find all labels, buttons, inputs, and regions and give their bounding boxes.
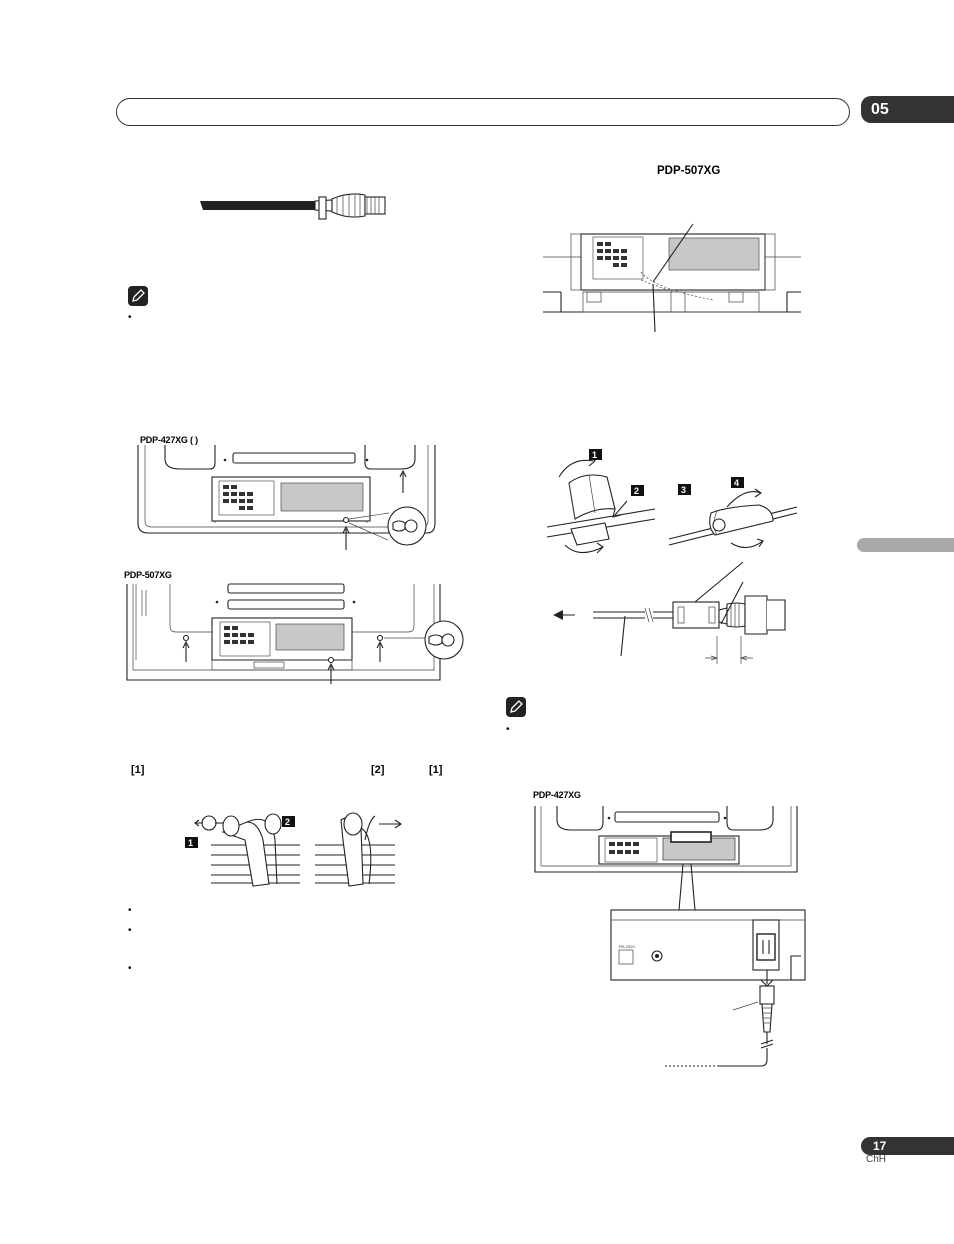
svg-text:3: 3 — [681, 485, 686, 495]
note-pencil-icon-right — [506, 697, 526, 717]
model-label-427xg-right: PDP-427XG — [533, 790, 581, 800]
svg-text:1: 1 — [188, 838, 193, 848]
cable-clamp-illustration: 1 2 — [185, 812, 402, 887]
bullet-1: • — [128, 905, 132, 916]
chapter-header-bar — [116, 98, 850, 126]
tv-back-507xg-illustration — [126, 583, 464, 684]
bullet-3: • — [128, 963, 132, 974]
cable-connector-illustration — [200, 193, 386, 220]
section-side-tab — [857, 538, 954, 552]
step-label-1: [1] — [131, 764, 145, 776]
page-number-tab: 17 — [861, 1137, 954, 1155]
model-label-507xg: PDP-507XG — [124, 570, 172, 580]
language-code: ChH — [866, 1154, 887, 1165]
model-label-427xg: PDP-427XG ( ) — [140, 435, 198, 445]
note-pencil-icon — [128, 286, 148, 306]
svg-text:2: 2 — [285, 817, 290, 827]
bullet-2: • — [128, 925, 132, 936]
ferrite-core-illustration: 1 2 3 4 — [546, 449, 798, 554]
tv-back-427xg-ac-connection: RS-232C — [534, 806, 806, 1067]
svg-text:2: 2 — [634, 486, 639, 496]
note-bullet: • — [128, 312, 132, 323]
tv-back-507xg-ferrite-location — [543, 223, 801, 333]
power-cable-ferrite-illustration — [553, 561, 786, 664]
svg-text:1: 1 — [592, 450, 597, 460]
tv-back-427xg-illustration — [137, 445, 436, 550]
svg-text:4: 4 — [734, 478, 739, 488]
note-bullet-right: • — [506, 724, 510, 735]
step-label-3: [1] — [429, 764, 443, 776]
chapter-number-tab: 05 — [861, 96, 954, 123]
svg-text:RS-232C: RS-232C — [619, 944, 636, 949]
step-label-2: [2] — [371, 764, 385, 776]
model-title-507xg: PDP-507XG — [657, 165, 721, 177]
